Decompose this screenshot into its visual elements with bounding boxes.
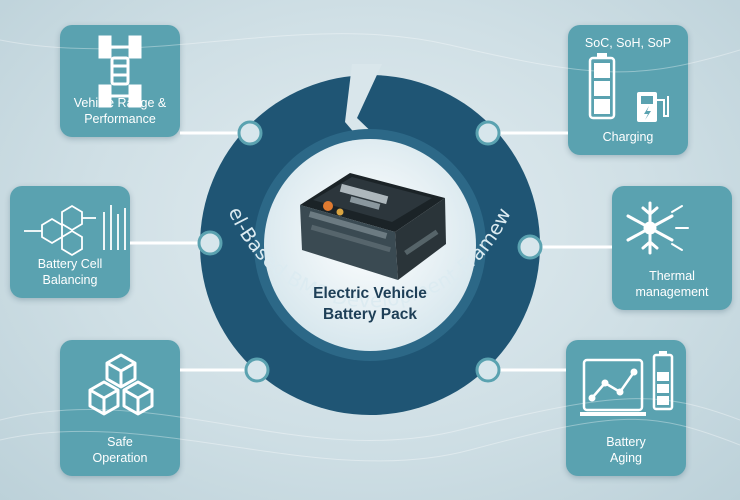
node-label-line1: Thermal xyxy=(649,269,695,283)
connectors xyxy=(130,131,612,372)
node-charging: SoC, SoH, SoP Charging xyxy=(568,25,688,155)
node-thermal-management: Thermal management xyxy=(612,186,732,310)
battery-pack-icon xyxy=(300,173,446,280)
node-label-line2: Balancing xyxy=(42,273,98,287)
node-battery-aging: Battery Aging xyxy=(566,340,686,476)
node-label-line1: Battery xyxy=(606,435,646,449)
node-label-line1: Charging xyxy=(602,130,654,144)
node-label-line1: Vehicle Range & xyxy=(73,96,167,110)
ring-notch xyxy=(345,64,383,150)
node-label-line2: Aging xyxy=(610,451,642,465)
node-label-line2: Performance xyxy=(84,112,156,126)
node-label-line2: management xyxy=(635,285,709,299)
ring-connector-dots xyxy=(197,120,543,383)
node-label-line2: Operation xyxy=(92,451,148,465)
aging-chart-icon xyxy=(580,351,674,416)
node-safe-operation: Safe Operation xyxy=(60,340,180,476)
snowflake-icon xyxy=(626,201,689,255)
node-label-line1: Battery Cell xyxy=(37,257,103,271)
cubes-icon xyxy=(88,353,154,416)
hexagon-cells-icon xyxy=(24,204,126,257)
node-cell-balancing: Battery Cell Balancing xyxy=(10,186,130,298)
node-label-line1: Safe xyxy=(107,435,133,449)
node-vehicle-range: Vehicle Range & Performance xyxy=(60,25,180,137)
center-title-line1: Electric Vehicle xyxy=(313,285,427,302)
center-title: Electric Vehicle Battery Pack xyxy=(290,283,450,325)
chassis-icon xyxy=(98,35,142,108)
center-title-line2: Battery Pack xyxy=(323,306,417,323)
charging-station-icon xyxy=(588,53,669,122)
node-top-label: SoC, SoH, SoP xyxy=(584,36,672,50)
